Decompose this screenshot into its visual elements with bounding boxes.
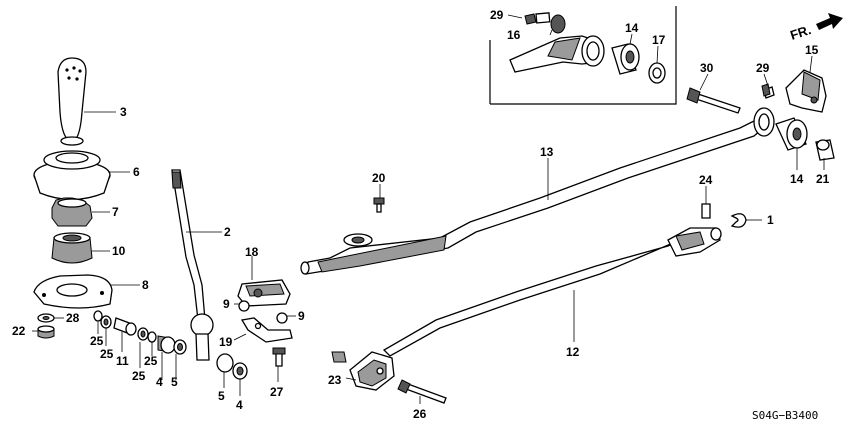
callout-15: 15: [805, 43, 819, 57]
callout-12: 12: [566, 345, 580, 359]
callout-19: 19: [219, 335, 233, 349]
callout-labels: 1 2 3 4 4 5 5 6 7 8 9 9 10 11 12 13 14 1…: [12, 8, 830, 421]
callout-29: 29: [756, 61, 770, 75]
callout-5: 5: [171, 375, 178, 389]
callout-28: 28: [66, 311, 80, 325]
callout-8: 8: [142, 278, 149, 292]
lever-bushings: [93, 310, 248, 380]
callout-3: 3: [120, 105, 127, 119]
callout-10: 10: [112, 244, 126, 258]
callout-14: 14: [625, 21, 639, 35]
callout-14: 14: [790, 172, 804, 186]
callout-30: 30: [700, 61, 714, 75]
shift-lever: [171, 169, 214, 361]
callout-9: 9: [298, 309, 305, 323]
callout-26: 26: [413, 407, 427, 421]
callout-18: 18: [245, 245, 259, 259]
lower-shift-rod: [331, 203, 747, 404]
front-direction-label: FR.: [788, 22, 813, 43]
rod-mount-bracket: [761, 69, 827, 113]
callout-2: 2: [224, 225, 231, 239]
callout-22: 22: [12, 324, 26, 338]
callout-20: 20: [372, 171, 386, 185]
callout-6: 6: [133, 165, 140, 179]
callout-13: 13: [540, 145, 554, 159]
callout-21: 21: [816, 172, 830, 186]
upper-rod-bolt: [373, 197, 385, 213]
rod-bolt: [686, 87, 741, 114]
shift-knob-assembly: [33, 57, 113, 339]
callout-1: 1: [767, 213, 774, 227]
callout-11: 11: [116, 354, 129, 368]
callout-4: 4: [156, 375, 163, 389]
callout-9: 9: [223, 297, 230, 311]
diagram-code: S04G−B3400: [752, 409, 818, 422]
callout-25: 25: [144, 354, 158, 368]
callout-25: 25: [100, 347, 114, 361]
callout-7: 7: [112, 205, 119, 219]
callout-17: 17: [652, 33, 666, 47]
callout-24: 24: [699, 173, 713, 187]
callout-29: 29: [490, 8, 504, 22]
leader-lines: [32, 14, 825, 404]
detail-inset: [489, 6, 677, 105]
callout-27: 27: [270, 385, 284, 399]
callout-25: 25: [132, 369, 146, 383]
callout-4: 4: [236, 398, 243, 412]
callout-23: 23: [328, 373, 342, 387]
callout-25: 25: [90, 334, 104, 348]
front-direction-arrow-icon: [816, 13, 843, 30]
callout-16: 16: [507, 28, 521, 42]
callout-5: 5: [218, 389, 225, 403]
rod-bushing: [775, 117, 835, 161]
lever-bracket-parts: [237, 279, 293, 367]
upper-shift-rod: [300, 107, 775, 275]
